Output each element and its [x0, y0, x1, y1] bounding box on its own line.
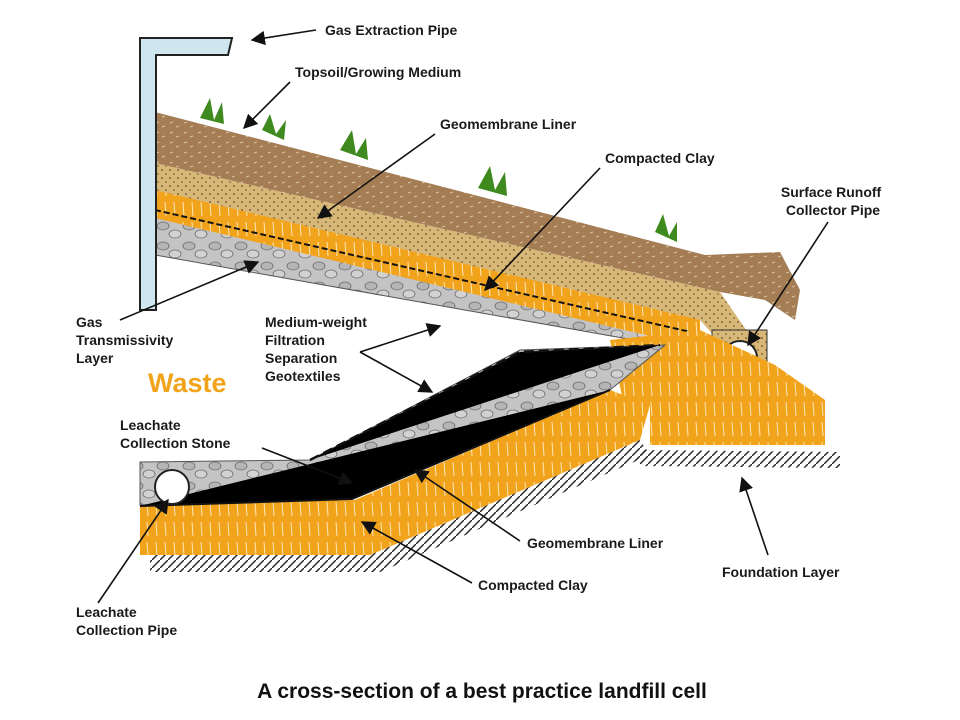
arrow-geomembrane-top	[316, 133, 436, 219]
arrow-foundation	[739, 476, 769, 556]
plant-icon	[655, 214, 677, 242]
arrow-geotextiles-top	[359, 323, 442, 353]
label-foundation: Foundation Layer	[722, 564, 840, 580]
arrow-leachate-pipe	[97, 498, 169, 604]
diagram-caption: A cross-section of a best practice landf…	[257, 680, 707, 703]
cap-layers	[154, 112, 800, 365]
plants	[200, 98, 677, 242]
leader-arrows	[97, 29, 829, 604]
plant-icon	[340, 130, 368, 160]
foundation-hatch	[150, 440, 650, 572]
compacted-clay-base-layer	[140, 390, 650, 555]
geomembrane-cap-line	[154, 209, 696, 334]
leachate-pipe	[154, 469, 190, 505]
base-liner-system	[139, 343, 667, 572]
label-surface-runoff: Surface Runoff Collector Pipe	[781, 184, 885, 218]
topsoil-layer	[155, 112, 800, 320]
label-compacted-clay-bottom: Compacted Clay	[478, 577, 588, 593]
label-compacted-clay-top: Compacted Clay	[605, 150, 715, 166]
plant-icon	[200, 98, 224, 124]
right-foundation-hatch	[640, 450, 840, 468]
label-topsoil: Topsoil/Growing Medium	[295, 64, 461, 80]
arrow-compacted-clay-top	[484, 167, 601, 292]
label-geomembrane-top: Geomembrane Liner	[440, 116, 577, 132]
arrow-gas-extraction-pipe	[250, 29, 317, 46]
label-gas-extraction-pipe: Gas Extraction Pipe	[325, 22, 457, 38]
label-leachate-pipe: Leachate Collection Pipe	[76, 604, 177, 638]
arrow-gas-transmissivity	[119, 260, 260, 321]
label-geotextiles: Medium-weight Filtration Separation Geot…	[265, 314, 371, 384]
labels: Gas Extraction Pipe Topsoil/Growing Medi…	[76, 22, 885, 638]
right-clay-mound	[610, 330, 825, 445]
arrow-compacted-clay-bottom	[360, 521, 473, 584]
arrow-surface-runoff	[747, 221, 829, 347]
plant-icon	[262, 114, 286, 140]
gas-extraction-pipe	[139, 37, 234, 311]
arrow-geotextiles-bottom	[359, 351, 434, 393]
waste-label: Waste	[148, 368, 227, 398]
arrow-geomembrane-bottom	[413, 469, 521, 542]
label-gas-transmissivity: Gas Transmissivity Layer	[76, 314, 177, 366]
right-base	[610, 330, 840, 468]
geomembrane-base-line	[139, 389, 611, 507]
compacted-clay-cap-layer	[155, 188, 700, 348]
sand-cap-layer	[155, 163, 760, 365]
plant-icon	[478, 166, 507, 196]
label-geomembrane-bottom: Geomembrane Liner	[527, 535, 664, 551]
arrow-leachate-stone	[261, 447, 354, 486]
geotextile-base-line	[309, 343, 661, 462]
arrow-topsoil	[242, 81, 291, 130]
label-leachate-stone: Leachate Collection Stone	[120, 417, 231, 451]
